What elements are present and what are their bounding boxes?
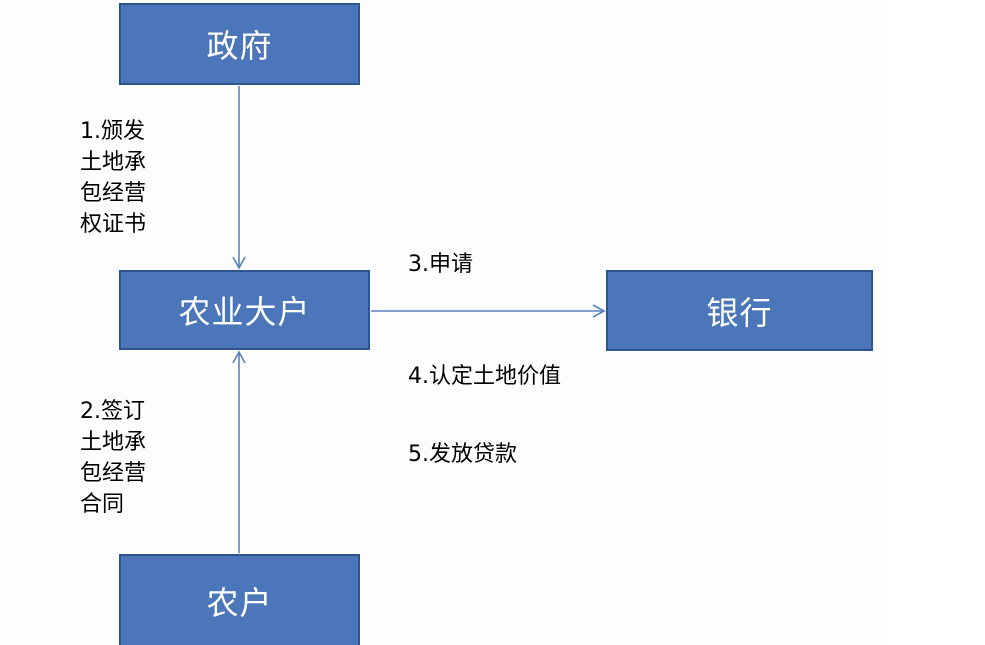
step2-line: 包经营 (80, 461, 147, 486)
step1-line: 权证书 (80, 212, 147, 237)
government-node-label: 政府 (206, 27, 273, 65)
step2-label: 2.签订 土地承 包经营 合同 (80, 396, 146, 520)
step3-label: 3.申请 (408, 252, 473, 277)
step1-line: 1.颁发 (80, 119, 145, 144)
household-node: 农户 (119, 554, 360, 645)
household-node-label: 农户 (206, 583, 273, 622)
big-farmer-node-label: 农业大户 (178, 293, 311, 331)
step2-line: 土地承 (80, 430, 147, 455)
government-node: 政府 (119, 3, 360, 85)
step1-label: 1.颁发 土地承 包经营 权证书 (80, 116, 146, 240)
bank-node-label: 银行 (706, 293, 773, 332)
step1-line: 土地承 (80, 150, 147, 175)
step1-line: 包经营 (80, 181, 147, 206)
step5-label: 5.发放贷款 (408, 442, 517, 467)
step4-label: 4.认定土地价值 (408, 364, 561, 389)
bank-node: 银行 (606, 270, 873, 351)
big-farmer-node: 农业大户 (119, 270, 370, 350)
step2-line: 2.签订 (80, 399, 145, 424)
step2-line: 合同 (80, 492, 125, 517)
